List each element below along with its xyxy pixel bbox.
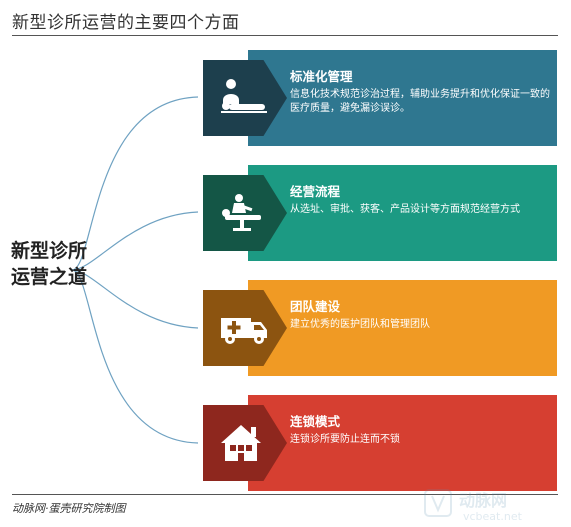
aspect-chain-model: 连锁模式 连锁诊所要防止连而不锁	[203, 395, 557, 491]
house-icon	[221, 425, 261, 461]
title-divider	[12, 35, 558, 36]
aspect-title: 标准化管理	[290, 69, 353, 84]
aspect-panel	[248, 395, 557, 491]
watermark-logo: 动脉网 vcbeat.net	[424, 489, 523, 523]
aspect-title: 经营流程	[290, 184, 341, 199]
aspect-panel	[248, 50, 557, 146]
footer-divider	[12, 494, 558, 495]
center-label: 新型诊所运营之道	[11, 240, 88, 288]
connector-line-4	[71, 269, 199, 444]
aspect-description: 建立优秀的医护团队和管理团队	[290, 319, 430, 330]
aspect-title: 连锁模式	[290, 414, 341, 429]
aspect-panel	[248, 280, 557, 376]
aspect-title: 团队建设	[290, 299, 341, 314]
aspect-team-building: 团队建设 建立优秀的医护团队和管理团队	[203, 280, 557, 376]
ambulance-icon	[221, 318, 267, 344]
page-title: 新型诊所运营的主要四个方面	[12, 13, 240, 33]
aspect-description: 连锁诊所要防止连而不锁	[290, 434, 400, 445]
operating-table-icon	[222, 194, 261, 231]
aspect-standardized-management: 标准化管理 信息化技术规范诊治过程，辅助业务提升和优化保证一致的医疗质量，避免漏…	[203, 50, 557, 146]
aspect-description: 信息化技术规范诊治过程，辅助业务提升和优化保证一致的医疗质量，避免漏诊误诊。	[290, 89, 550, 114]
aspect-description: 从选址、审批、获客、产品设计等方面规范经营方式	[290, 204, 520, 215]
patient-bed-icon	[221, 79, 267, 113]
connector-line-2	[71, 211, 199, 271]
svg-text:vcbeat.net: vcbeat.net	[463, 510, 523, 523]
aspect-panel	[248, 165, 557, 261]
svg-text:动脉网: 动脉网	[459, 491, 507, 510]
connector-line-3	[71, 269, 199, 329]
aspect-operation-process: 经营流程 从选址、审批、获客、产品设计等方面规范经营方式	[203, 165, 557, 261]
source-credit: 动脉网·蛋壳研究院制图	[12, 502, 126, 515]
connector-line-1	[71, 96, 199, 271]
